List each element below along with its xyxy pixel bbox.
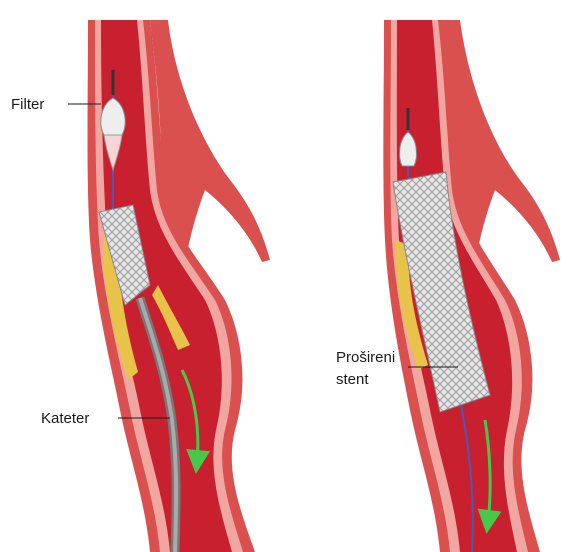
catheter-label: Kateter xyxy=(41,409,89,428)
left-panel xyxy=(68,20,270,552)
right-panel xyxy=(383,20,560,552)
expanded-stent-label-line1: Prošireni xyxy=(336,348,395,367)
expanded-stent-label-line2: stent xyxy=(336,370,369,389)
filter-label: Filter xyxy=(11,95,44,114)
